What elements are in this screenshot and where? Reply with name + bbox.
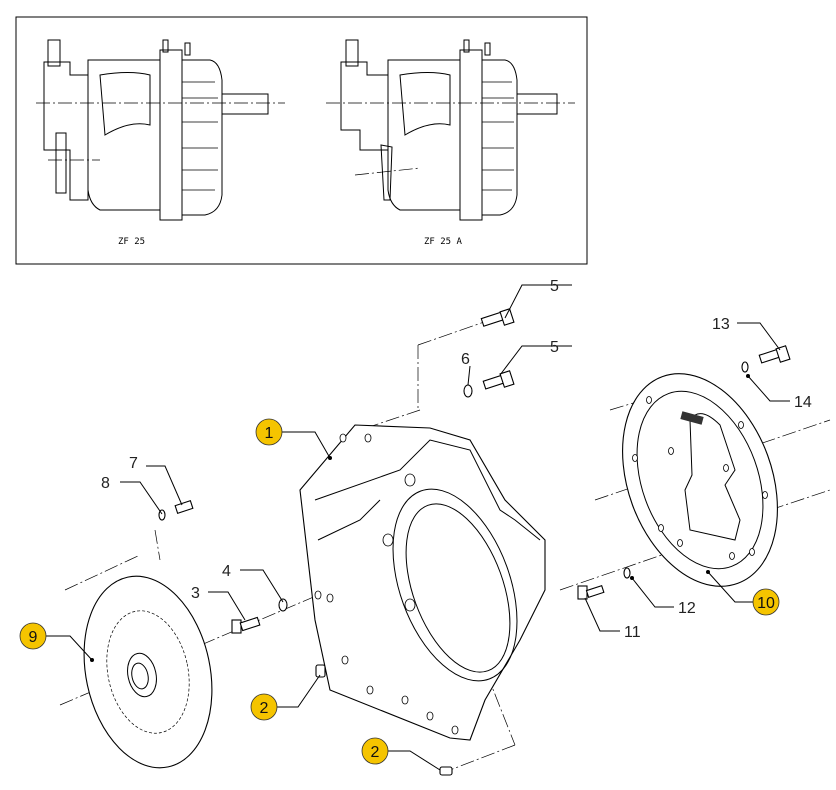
- gearbox-zf25a-drawing: [326, 39, 575, 221]
- callout-1-badge: 1: [255, 418, 283, 446]
- variant-label-zf25a: ZF 25 A: [424, 237, 463, 247]
- svg-text:2: 2: [260, 700, 269, 717]
- bolt-5-lower: [482, 370, 515, 390]
- callout-2-lower-badge: 2: [361, 737, 389, 765]
- bolt-11: [577, 584, 605, 600]
- callout-3: 3: [191, 585, 200, 602]
- bolt-7: [174, 500, 194, 514]
- bolt-3: [231, 616, 261, 634]
- callout-9-badge: 9: [19, 622, 47, 650]
- callout-4: 4: [222, 563, 231, 580]
- callout-5-lower: 5: [550, 339, 559, 356]
- washer-6: [463, 384, 473, 398]
- callout-5-upper: 5: [550, 278, 559, 295]
- flex-disc: [83, 575, 213, 769]
- cover-plate: [622, 373, 778, 587]
- washer-4: [278, 598, 288, 612]
- variant-label-zf25: ZF 25: [118, 237, 145, 247]
- callout-14: 14: [794, 394, 812, 411]
- callout-11: 11: [624, 624, 641, 641]
- svg-text:10: 10: [757, 595, 775, 612]
- bolt-13: [758, 345, 791, 364]
- callout-8: 8: [101, 475, 110, 492]
- inset-variants-panel: ZF 25 ZF 25 A: [15, 16, 588, 265]
- callout-10-badge: 10: [752, 588, 780, 616]
- callout-6: 6: [461, 351, 470, 368]
- washer-14: [741, 361, 749, 373]
- callout-7: 7: [129, 455, 138, 472]
- fasteners: [158, 308, 791, 776]
- svg-text:9: 9: [29, 629, 38, 646]
- dowel-pin-2-upper: [315, 664, 326, 678]
- gearbox-zf25-drawing: [36, 39, 285, 221]
- callout-12: 12: [678, 600, 696, 617]
- svg-text:1: 1: [265, 425, 274, 442]
- svg-text:2: 2: [371, 744, 380, 761]
- callout-2-upper-badge: 2: [250, 693, 278, 721]
- callouts: 5 5 6 13 14 7 8 4 3 11 12 1 9 2 2 10: [19, 278, 812, 771]
- washer-12: [623, 567, 631, 579]
- flywheel-housing: [299, 424, 546, 741]
- dowel-pin-2-lower: [439, 766, 453, 776]
- callout-13: 13: [712, 316, 730, 333]
- bolt-5-upper: [480, 308, 515, 327]
